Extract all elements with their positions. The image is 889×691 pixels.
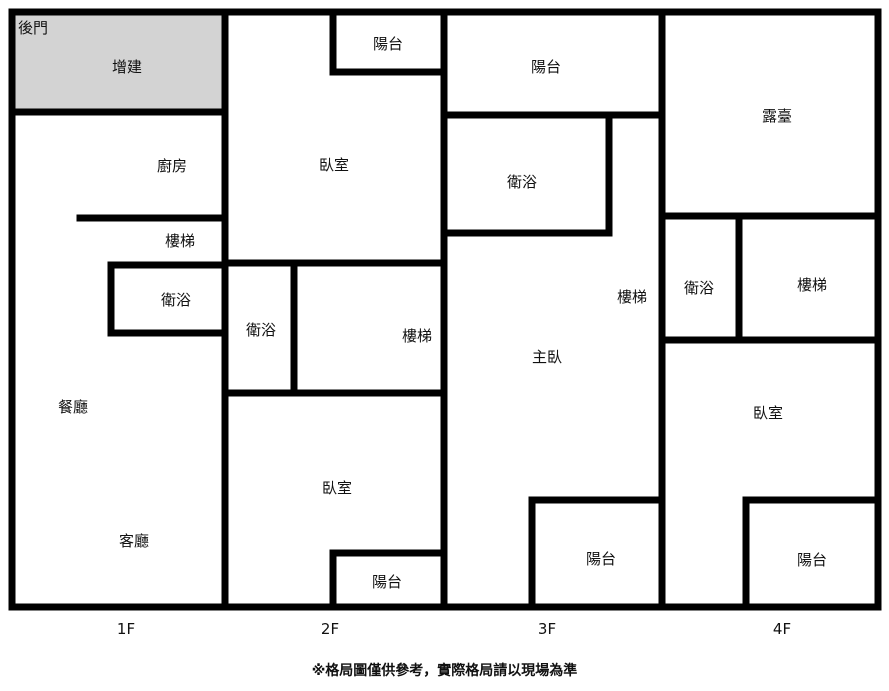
label-2f-balcony-top: 陽台 bbox=[373, 35, 403, 53]
disclaimer-footnote: ※格局圖僅供參考，實際格局請以現場為準 bbox=[311, 663, 578, 679]
label-1f-living: 客廳 bbox=[119, 532, 149, 550]
label-4f-stairs: 樓梯 bbox=[797, 276, 827, 294]
extension-shade bbox=[13, 13, 225, 111]
label-1f-stairs: 樓梯 bbox=[165, 232, 195, 250]
label-3f-master-bedroom: 主臥 bbox=[532, 348, 562, 366]
label-1f-bathroom: 衛浴 bbox=[161, 291, 191, 309]
label-3f-stairs: 樓梯 bbox=[617, 288, 647, 306]
floor-label-3f: 3F bbox=[538, 620, 556, 638]
label-4f-balcony: 陽台 bbox=[797, 551, 827, 569]
label-2f-bedroom-top: 臥室 bbox=[319, 156, 349, 174]
label-2f-bedroom-bottom: 臥室 bbox=[322, 479, 352, 497]
label-4f-terrace: 露臺 bbox=[762, 107, 792, 125]
label-2f-balcony-bottom: 陽台 bbox=[372, 573, 402, 591]
label-4f-bedroom: 臥室 bbox=[753, 404, 783, 422]
wall-4f-balcony bbox=[742, 496, 882, 611]
label-4f-bathroom: 衛浴 bbox=[684, 279, 714, 297]
label-2f-bathroom: 衛浴 bbox=[246, 321, 276, 339]
label-3f-balcony-bottom: 陽台 bbox=[586, 550, 616, 568]
wall-3f-balcony-bottom bbox=[528, 496, 666, 611]
floor-label-1f: 1F bbox=[117, 620, 135, 638]
wall-1f-bathroom bbox=[107, 261, 229, 337]
label-3f-balcony-top: 陽台 bbox=[531, 58, 561, 76]
floor-label-2f: 2F bbox=[321, 620, 339, 638]
label-1f-back-door: 後門 bbox=[18, 19, 48, 37]
label-2f-stairs: 樓梯 bbox=[402, 327, 432, 345]
label-1f-kitchen: 廚房 bbox=[157, 157, 187, 175]
wall-3f-bathroom bbox=[440, 111, 613, 237]
label-1f-extension: 增建 bbox=[112, 58, 142, 76]
wall-2f-balcony-top bbox=[329, 8, 448, 76]
wall-2f-balcony-bottom bbox=[329, 549, 448, 611]
floor-label-4f: 4F bbox=[773, 620, 791, 638]
label-3f-bathroom: 衛浴 bbox=[507, 173, 537, 191]
walls bbox=[8, 8, 882, 611]
label-1f-dining: 餐廳 bbox=[58, 398, 88, 416]
